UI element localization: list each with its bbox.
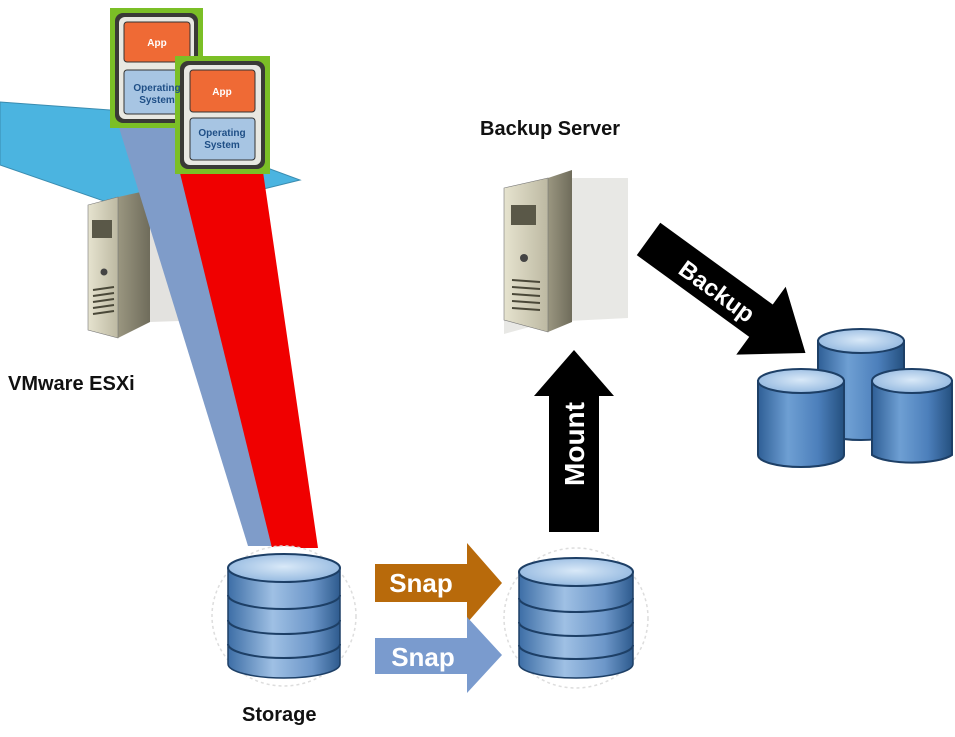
vm-card-2 bbox=[175, 56, 270, 174]
esxi-host-label: VMware ESXi bbox=[8, 373, 135, 395]
vm1-app-label: App bbox=[147, 38, 166, 49]
snap-arrow-2 bbox=[375, 617, 502, 693]
vm2-storage-link bbox=[178, 165, 318, 548]
snapshot-storage-icon bbox=[503, 547, 649, 689]
backup-target-icon bbox=[757, 328, 953, 468]
mount-arrow bbox=[534, 350, 614, 532]
vm1-os-label-line1: Operating bbox=[133, 83, 180, 94]
vm2-os-label-line2: System bbox=[204, 140, 240, 151]
vm1-storage-link bbox=[113, 108, 285, 546]
backup-server-label: Backup Server bbox=[480, 118, 621, 140]
snap-arrow-1 bbox=[375, 543, 502, 623]
mount-arrow-label: Mount bbox=[559, 402, 590, 486]
backup-arrow bbox=[636, 222, 806, 355]
vm2-os-label-line1: Operating bbox=[198, 128, 245, 139]
vm2-app-label: App bbox=[212, 87, 231, 98]
backup-server-icon bbox=[503, 170, 628, 334]
backup-cylinder-right bbox=[871, 368, 953, 464]
vm1-os-label-line2: System bbox=[139, 95, 175, 106]
snap-arrow-1-label: Snap bbox=[389, 568, 453, 598]
storage-icon bbox=[211, 545, 357, 687]
backup-cylinder-left bbox=[757, 368, 845, 468]
snap-arrow-2-label: Snap bbox=[391, 642, 455, 672]
storage-label: Storage bbox=[242, 704, 317, 726]
